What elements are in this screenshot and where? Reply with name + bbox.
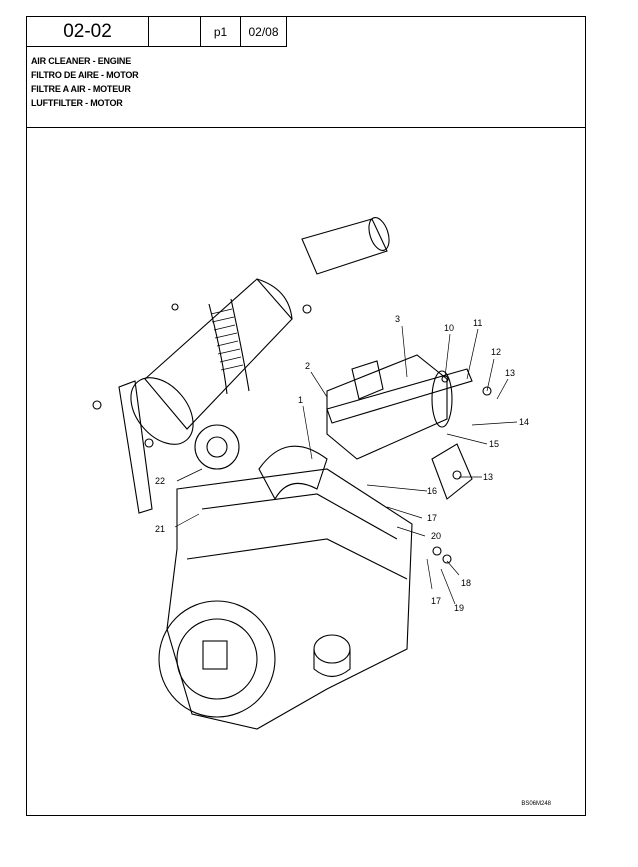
callout-3: 3 xyxy=(395,314,400,324)
callout-18: 18 xyxy=(461,578,471,588)
callout-19: 19 xyxy=(454,603,464,613)
header-row: 02-02 p1 02/08 xyxy=(27,17,287,47)
callout-20: 20 xyxy=(431,531,441,541)
callout-12: 12 xyxy=(491,347,501,357)
engine-air-cleaner-illustration: 1 2 3 10 11 12 13 14 15 13 16 17 20 18 1… xyxy=(92,217,529,730)
callout-22: 22 xyxy=(155,476,165,486)
callout-10: 10 xyxy=(444,323,454,333)
callout-1: 1 xyxy=(298,395,303,405)
title-es: FILTRO DE AIRE - MOTOR xyxy=(31,70,139,80)
parts-page: 02-02 p1 02/08 AIR CLEANER - ENGINE FILT… xyxy=(26,16,586,816)
figure-reference: BS06M248 xyxy=(521,801,551,807)
revision-date: 02/08 xyxy=(241,17,287,47)
callout-2: 2 xyxy=(305,361,310,371)
callout-16: 16 xyxy=(427,486,437,496)
section-code: 02-02 xyxy=(27,17,149,47)
page-number: p1 xyxy=(201,17,241,47)
title-de: LUFTFILTER - MOTOR xyxy=(31,98,123,108)
callout-14: 14 xyxy=(519,417,529,427)
callout-13b: 13 xyxy=(483,472,493,482)
callout-21: 21 xyxy=(155,524,165,534)
title-block: AIR CLEANER - ENGINE FILTRO DE AIRE - MO… xyxy=(27,47,585,128)
blank-cell xyxy=(149,17,201,47)
callout-11: 11 xyxy=(473,318,482,328)
title-fr: FILTRE A AIR - MOTEUR xyxy=(31,84,131,94)
callout-17b: 17 xyxy=(431,596,441,606)
title-en: AIR CLEANER - ENGINE xyxy=(31,56,132,66)
callout-15: 15 xyxy=(489,439,499,449)
exploded-view-drawing: 1 2 3 10 11 12 13 14 15 13 16 17 20 18 1… xyxy=(27,129,585,815)
callout-17: 17 xyxy=(427,513,437,523)
callout-13: 13 xyxy=(505,368,515,378)
